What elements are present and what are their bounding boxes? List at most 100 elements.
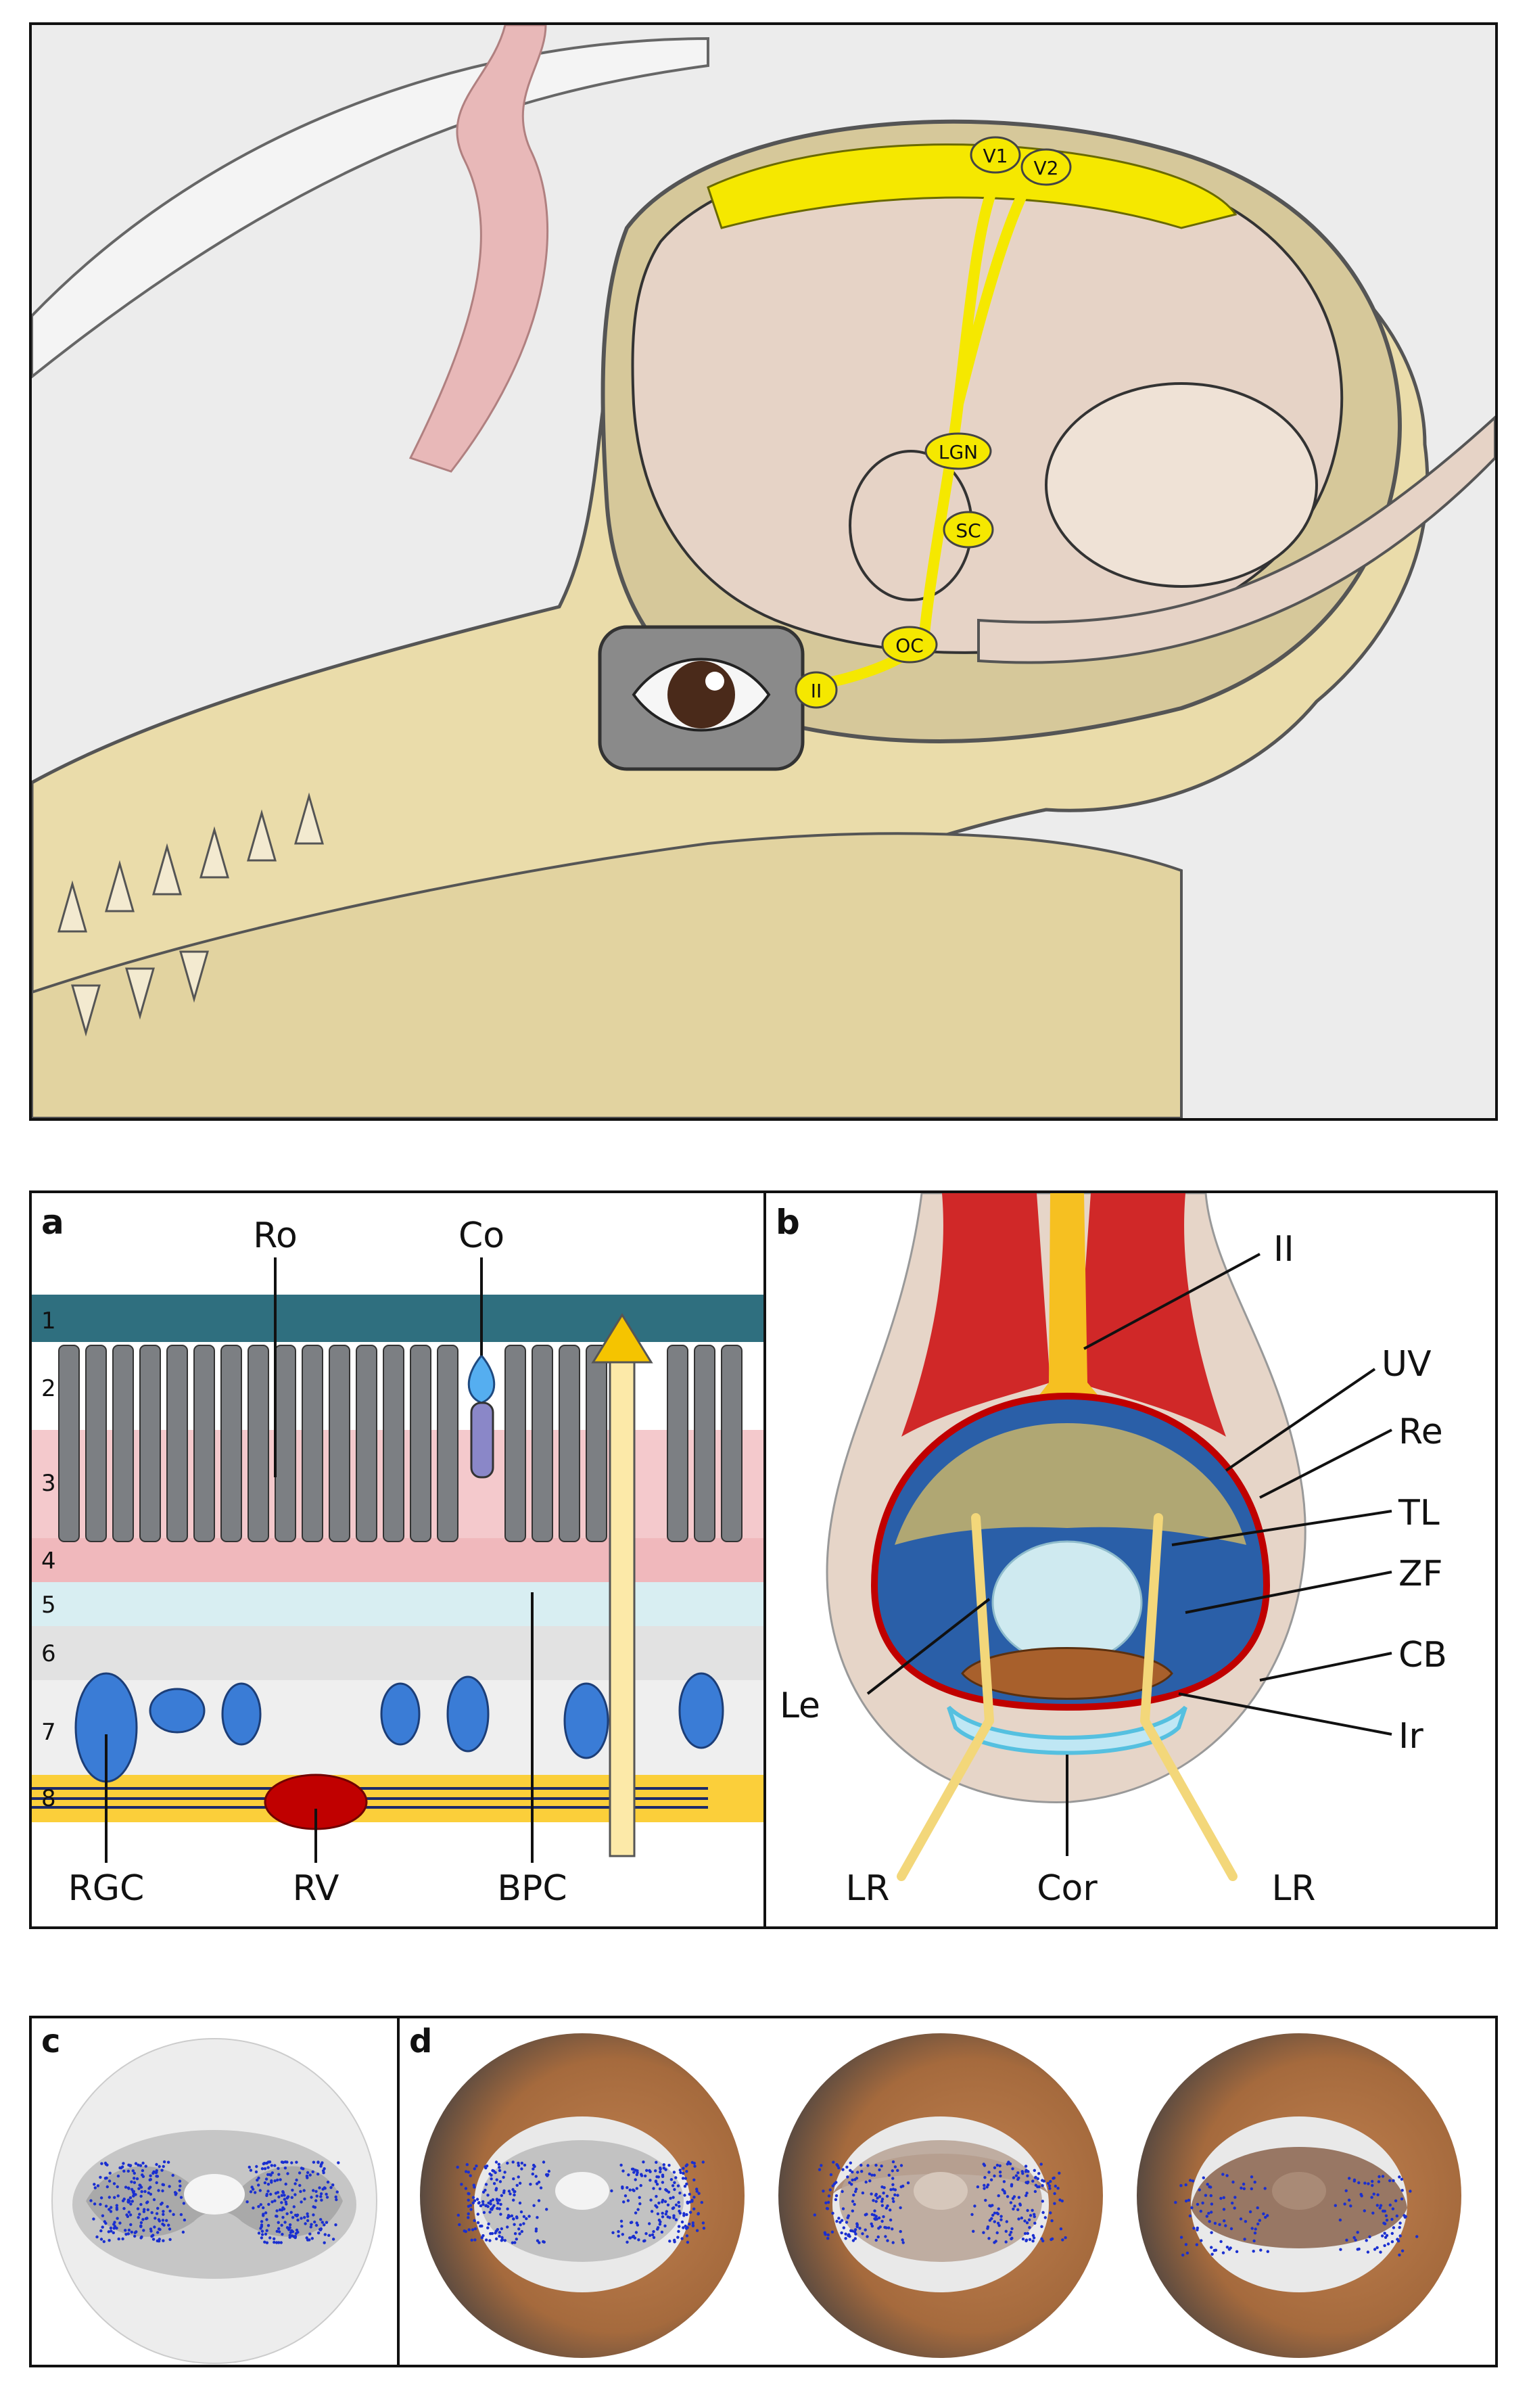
ganglion-cell-dot <box>141 2218 145 2221</box>
ganglion-cell-dot <box>517 2227 521 2231</box>
ganglion-cell-dot <box>661 2173 665 2177</box>
ganglion-cell-dot <box>680 2220 684 2224</box>
ganglion-cell-dot <box>873 2209 876 2213</box>
ganglion-cell-dot <box>110 2229 113 2233</box>
label-lr-left: LR <box>845 1868 889 1909</box>
ganglion-cell-dot <box>1213 2221 1217 2225</box>
ganglion-cell-dot <box>1181 2253 1185 2257</box>
ganglion-cell-dot <box>133 2177 136 2180</box>
ganglion-cell-dot <box>484 2188 487 2192</box>
ganglion-cell-dot <box>522 2222 525 2225</box>
label-rv: RV <box>293 1868 339 1909</box>
ganglion-cell-dot <box>277 2241 281 2244</box>
ganglion-cell-dot <box>127 2187 131 2190</box>
ganglion-cell-dot <box>1400 2197 1404 2201</box>
ganglion-cell-dot <box>322 2171 325 2175</box>
ganglion-cell-dot <box>1036 2177 1039 2181</box>
ganglion-cell-dot <box>131 2169 135 2173</box>
ganglion-cell-dot <box>1026 2208 1029 2213</box>
ganglion-cell-dot <box>683 2185 687 2188</box>
ganglion-cell-dot <box>489 2232 492 2236</box>
ganglion-cell-dot <box>1189 2179 1192 2182</box>
ganglion-cell-dot <box>983 2187 986 2190</box>
ganglion-cell-dot <box>997 2207 1000 2210</box>
ganglion-cell-dot <box>281 2216 285 2219</box>
ganglion-cell-dot <box>512 2217 515 2221</box>
ganglion-cell-dot <box>853 2228 857 2231</box>
light-arrow-head <box>591 1313 653 1364</box>
ganglion-cell-dot <box>260 2236 264 2240</box>
ganglion-cell-dot <box>270 2164 273 2167</box>
layer-num-5: 5 <box>41 1592 56 1619</box>
layer-num-7: 7 <box>41 1719 56 1746</box>
ganglion-cell-dot <box>1240 2186 1243 2190</box>
ganglion-cell-dot <box>306 2219 310 2223</box>
ganglion-cell-dot <box>473 2219 476 2223</box>
lens <box>991 1540 1143 1665</box>
ganglion-cell-dot <box>245 2200 249 2204</box>
ganglion-cell-dot <box>663 2224 667 2227</box>
label-v2: V2 <box>1034 157 1059 179</box>
ganglion-cell-dot <box>1382 2209 1385 2213</box>
ganglion-cell-dot <box>840 2231 843 2235</box>
ganglion-cell-dot <box>117 2237 120 2241</box>
ganglion-cell-dot <box>658 2223 662 2226</box>
ganglion-cell-dot <box>1208 2185 1211 2189</box>
ganglion-cell-dot <box>634 2169 638 2172</box>
skull-brain-illustration: V1 V2 LGN SC OC II <box>32 25 1495 1118</box>
ganglion-cell-dot <box>854 2232 857 2236</box>
blowhole-tract <box>408 25 549 473</box>
ganglion-cell-dot <box>826 2200 830 2204</box>
ganglion-cell-dot <box>283 2194 286 2197</box>
ganglion-cell-dot <box>1386 2242 1390 2246</box>
ganglion-cell-dot <box>331 2183 335 2187</box>
ganglion-cell-dot <box>279 2241 283 2244</box>
ganglion-cell-dot <box>1190 2206 1194 2210</box>
ganglion-cell-dot <box>287 2228 291 2231</box>
ganglion-cell-dot <box>467 2228 471 2231</box>
ganglion-cell-dot <box>1359 2193 1363 2196</box>
ganglion-cell-dot <box>280 2201 283 2204</box>
ganglion-cell-dot <box>168 2238 172 2242</box>
ganglion-cell-dot <box>1210 2246 1213 2249</box>
ganglion-cell-dot <box>822 2190 825 2193</box>
ganglion-cell-dot <box>1383 2244 1386 2248</box>
ganglion-cell-dot <box>101 2214 105 2217</box>
ganglion-cell-dot <box>158 2219 162 2223</box>
ganglion-cell-dot <box>135 2177 139 2181</box>
ganglion-cell-dot <box>471 2196 475 2199</box>
ganglion-cell-dot <box>139 2185 143 2189</box>
ganglion-cell-dot <box>692 2178 696 2181</box>
ganglion-cell-dot <box>263 2167 267 2171</box>
layer-num-4: 4 <box>41 1548 56 1575</box>
ganglion-cell-dot <box>259 2227 262 2230</box>
ganglion-cell-dot <box>331 2238 335 2241</box>
ganglion-cell-dot <box>673 2181 676 2184</box>
ganglion-cell-dot <box>983 2164 987 2167</box>
ganglion-cell-dot <box>1400 2189 1404 2192</box>
ganglion-cell-dot <box>1231 2201 1234 2205</box>
ganglion-cell-dot <box>139 2221 143 2225</box>
ganglion-cell-dot <box>831 2184 834 2187</box>
ganglion-cell-dot <box>179 2213 183 2217</box>
ganglion-cell-dot <box>303 2197 306 2201</box>
ganglion-cell-dot <box>1184 2199 1188 2203</box>
ganglion-cell-dot <box>155 2171 158 2174</box>
ganglion-cell-dot <box>621 2169 625 2173</box>
ganglion-cell-dot <box>631 2235 634 2239</box>
node-oc <box>881 626 938 664</box>
ganglion-cell-dot <box>1012 2207 1015 2210</box>
ganglion-cell-dot <box>477 2201 481 2205</box>
ganglion-cell-dot <box>1032 2236 1036 2240</box>
ganglion-cell-dot <box>855 2187 858 2191</box>
ganglion-cell-dot <box>153 2225 156 2229</box>
ganglion-cell-dot <box>325 2221 329 2224</box>
ganglion-cell-dot <box>982 2231 985 2234</box>
ganglion-cell-dot <box>662 2163 665 2167</box>
ganglion-cell-dot <box>851 2200 855 2203</box>
ganglion-cell-dot <box>119 2166 123 2170</box>
ganglion-cell-dot <box>827 2194 831 2198</box>
ganglion-cell-dot <box>887 2173 891 2177</box>
ganglion-cell-dot <box>864 2228 867 2231</box>
ganglion-cell-dot <box>303 2216 306 2219</box>
